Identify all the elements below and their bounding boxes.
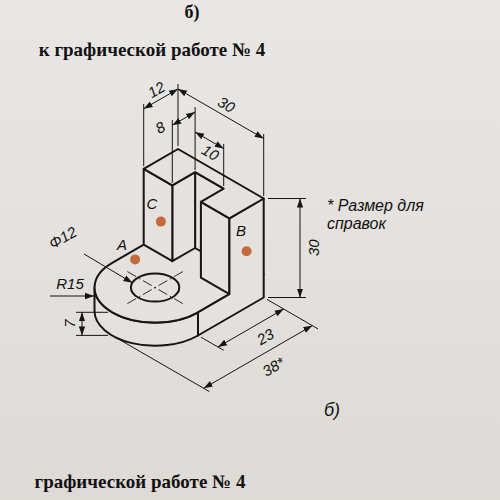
dimension-value: 12	[144, 78, 167, 101]
extension-line	[76, 312, 108, 313]
wall-top-face	[144, 149, 264, 218]
dimension-line	[82, 312, 83, 335]
point-label: C	[147, 195, 158, 212]
point-label: A	[117, 236, 127, 253]
dimension-line	[178, 89, 264, 139]
slot-side-face	[172, 172, 195, 261]
center-line	[127, 272, 182, 304]
caption-text: графической работе № 4	[35, 471, 246, 493]
extension-line	[76, 335, 108, 336]
dimension-value: 38*	[259, 354, 287, 380]
dimension-value: 23	[253, 325, 276, 348]
point-marker	[242, 246, 252, 256]
dimension-value: 30	[304, 240, 321, 257]
figure-letter: б)	[185, 2, 200, 23]
caption-text: к графической работе № 4	[39, 39, 266, 61]
dimension-value: 8	[152, 118, 168, 137]
dimension-line	[204, 326, 313, 389]
extension-line	[143, 104, 144, 166]
extension-line	[195, 107, 196, 170]
extension-line	[263, 134, 264, 196]
point-marker	[156, 217, 166, 227]
extension-line	[201, 337, 224, 350]
dimension-line	[172, 112, 195, 125]
extension-line	[178, 84, 179, 146]
right-side-face	[198, 199, 264, 336]
leader-line	[84, 254, 132, 283]
figure-letter: б)	[324, 400, 340, 421]
point-marker	[130, 255, 140, 265]
note-text: * Размер для справок	[327, 197, 467, 234]
dimension-line	[300, 199, 301, 298]
dimension-value: 30	[214, 93, 237, 116]
dimension-value: 7	[60, 320, 77, 328]
extension-line	[223, 144, 224, 186]
center-line	[127, 272, 182, 304]
extension-line	[172, 120, 173, 183]
extension-line	[116, 338, 209, 392]
dimension-value: R15	[56, 275, 84, 292]
dimension-value: Φ12	[46, 223, 80, 253]
leader-line	[50, 296, 94, 297]
point-label: B	[236, 222, 246, 239]
